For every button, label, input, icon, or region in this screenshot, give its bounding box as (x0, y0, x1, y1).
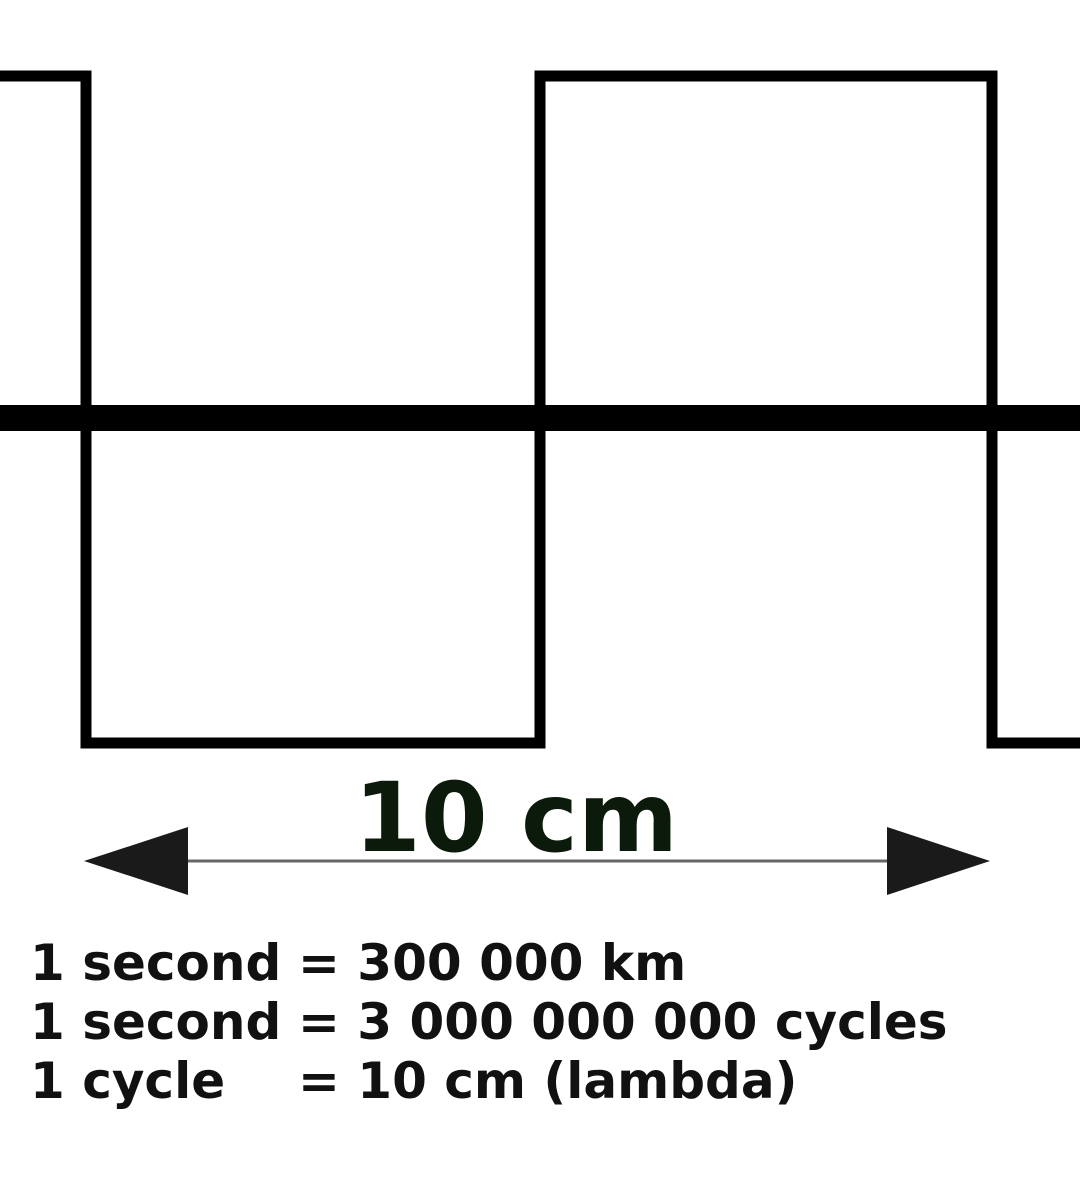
note-1-lhs: 1 second (30, 934, 281, 992)
note-3-lhs: 1 cycle (30, 1052, 225, 1110)
note-2-rhs: = 3 000 000 000 cycles (298, 993, 948, 1051)
notes-block: 1 second = 300 000 km 1 second = 3 000 0… (30, 934, 948, 1110)
note-1-rhs: = 300 000 km (298, 934, 686, 992)
arrowhead-left (84, 827, 188, 895)
arrowhead-right (887, 827, 990, 895)
wavelength-arrow (84, 827, 990, 895)
note-3-rhs: = 10 cm (lambda) (298, 1052, 797, 1110)
wavelength-label: 10 cm (354, 762, 678, 874)
note-2-lhs: 1 second (30, 993, 281, 1051)
square-wave (0, 70, 1080, 749)
